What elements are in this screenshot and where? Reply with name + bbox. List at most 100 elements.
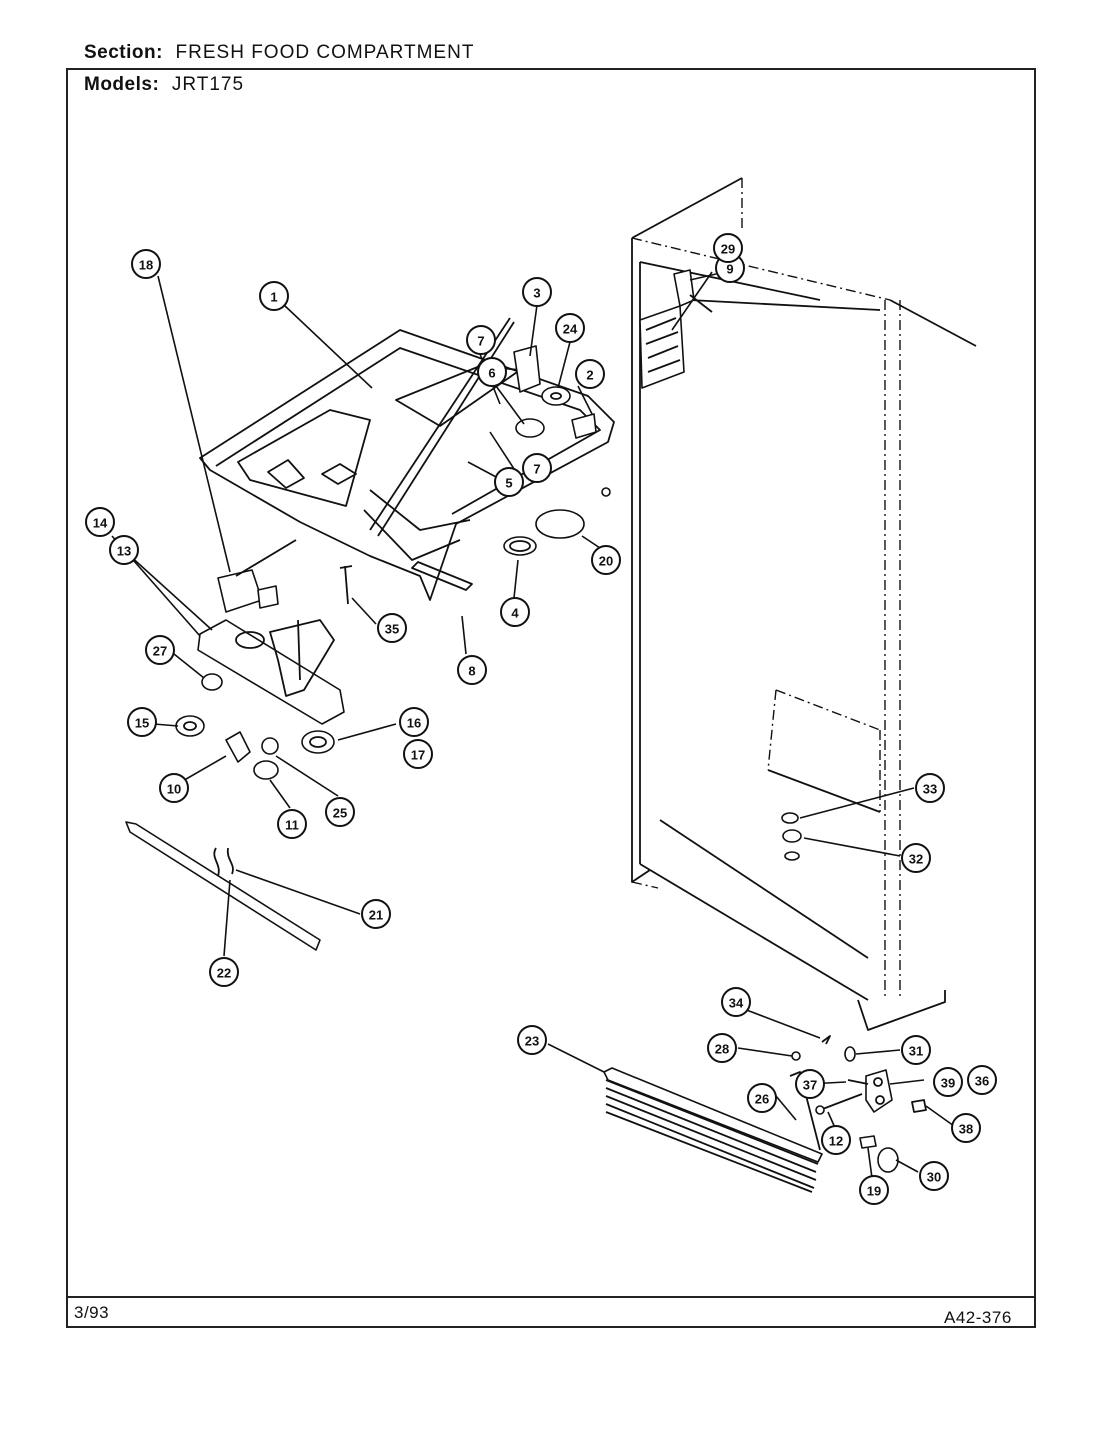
hinge-bracket-part (601, 269, 713, 497)
light-shield-part-22 (125, 821, 321, 951)
svg-text:25: 25 (333, 806, 347, 821)
svg-text:4: 4 (511, 606, 519, 621)
svg-text:24: 24 (563, 322, 578, 337)
part-33-fastener (781, 812, 799, 824)
leader-lines (111, 271, 955, 1179)
svg-text:27: 27 (153, 644, 167, 659)
section-label: Section: (84, 42, 163, 63)
callout-2: 2 (575, 359, 605, 389)
svg-text:15: 15 (135, 716, 149, 731)
hinge-seal-part (639, 305, 685, 389)
callout-20: 20 (591, 545, 621, 575)
part-27 (201, 673, 223, 691)
callout-29: 29 (713, 233, 743, 263)
callout-35: 35 (377, 613, 407, 643)
svg-text:14: 14 (93, 516, 108, 531)
svg-text:38: 38 (959, 1122, 973, 1137)
svg-text:17: 17 (411, 748, 425, 763)
part-15 (175, 715, 205, 737)
section-value: FRESH FOOD COMPARTMENT (175, 42, 475, 63)
callout-15: 15 (127, 707, 157, 737)
callout-4: 4 (500, 597, 530, 627)
callout-38: 38 (951, 1113, 981, 1143)
footer-divider (66, 1296, 1036, 1298)
callout-26: 26 (747, 1083, 777, 1113)
callout-33: 33 (915, 773, 945, 803)
callout-10: 10 (159, 773, 189, 803)
callout-37: 37 (795, 1069, 825, 1099)
svg-text:6: 6 (488, 366, 495, 381)
svg-text:3: 3 (533, 286, 540, 301)
callout-34: 34 (721, 987, 751, 1017)
callout-25: 25 (325, 797, 355, 827)
callout-39: 39 (933, 1067, 963, 1097)
svg-text:36: 36 (975, 1074, 989, 1089)
callout-8: 8 (457, 655, 487, 685)
svg-text:33: 33 (923, 782, 937, 797)
svg-text:28: 28 (715, 1042, 729, 1057)
models-label: Models: (84, 74, 160, 95)
svg-text:29: 29 (721, 242, 735, 257)
models-value: JRT175 (171, 74, 245, 95)
svg-text:34: 34 (729, 996, 744, 1011)
callout-19: 19 (859, 1175, 889, 1205)
callout-11: 11 (277, 809, 307, 839)
svg-text:10: 10 (167, 782, 181, 797)
callout-23: 23 (517, 1025, 547, 1055)
svg-text:12: 12 (829, 1134, 843, 1149)
cap-part-20 (535, 509, 585, 539)
callout-3: 3 (522, 277, 552, 307)
callout-30: 30 (919, 1161, 949, 1191)
callout-7b: 7 (522, 453, 552, 483)
callout-36: 36 (967, 1065, 997, 1095)
callout-1: 1 (259, 281, 289, 311)
callout-12: 12 (821, 1125, 851, 1155)
svg-text:8: 8 (468, 664, 475, 679)
switch-part-18 (217, 539, 297, 613)
grommet-part-4 (503, 536, 537, 556)
svg-text:18: 18 (139, 258, 153, 273)
svg-text:13: 13 (117, 544, 131, 559)
svg-text:9: 9 (726, 262, 733, 277)
callout-14: 14 (85, 507, 115, 537)
section-heading: Section: FRESH FOOD COMPARTMENT (84, 42, 474, 64)
callout-17: 17 (403, 739, 433, 769)
svg-text:5: 5 (505, 476, 512, 491)
svg-text:35: 35 (385, 622, 399, 637)
diagram-frame (66, 68, 1036, 1328)
callout-22: 22 (209, 957, 239, 987)
footer-date: 3/93 (74, 1303, 110, 1322)
svg-text:11: 11 (285, 818, 299, 833)
callout-32: 32 (901, 843, 931, 873)
svg-text:31: 31 (909, 1044, 923, 1059)
part-32-fastener (782, 829, 802, 843)
callout-27: 27 (145, 635, 175, 665)
bulb-part-11 (253, 760, 279, 780)
lower-hinge-parts (791, 1035, 927, 1173)
control-housing-part (199, 317, 615, 601)
screw-part-35 (344, 565, 349, 605)
callout-31: 31 (901, 1035, 931, 1065)
svg-text:21: 21 (369, 908, 383, 923)
svg-text:37: 37 (803, 1078, 817, 1093)
svg-text:39: 39 (941, 1076, 955, 1091)
callout-5: 5 (494, 467, 524, 497)
part-16 (301, 730, 335, 754)
callout-24: 24 (555, 313, 585, 343)
part-10 (225, 731, 251, 763)
base-grille-part-23 (603, 1067, 823, 1193)
part-25 (261, 737, 279, 755)
svg-text:22: 22 (217, 966, 231, 981)
callout-6: 6 (477, 357, 507, 387)
svg-text:7: 7 (533, 462, 540, 477)
svg-text:1: 1 (270, 290, 277, 305)
svg-text:7: 7 (477, 334, 484, 349)
cabinet-liner (631, 177, 977, 1031)
svg-text:20: 20 (599, 554, 613, 569)
svg-text:16: 16 (407, 716, 421, 731)
callout-21: 21 (361, 899, 391, 929)
callout-18: 18 (131, 249, 161, 279)
svg-text:19: 19 (867, 1184, 881, 1199)
callout-7a: 7 (466, 325, 496, 355)
